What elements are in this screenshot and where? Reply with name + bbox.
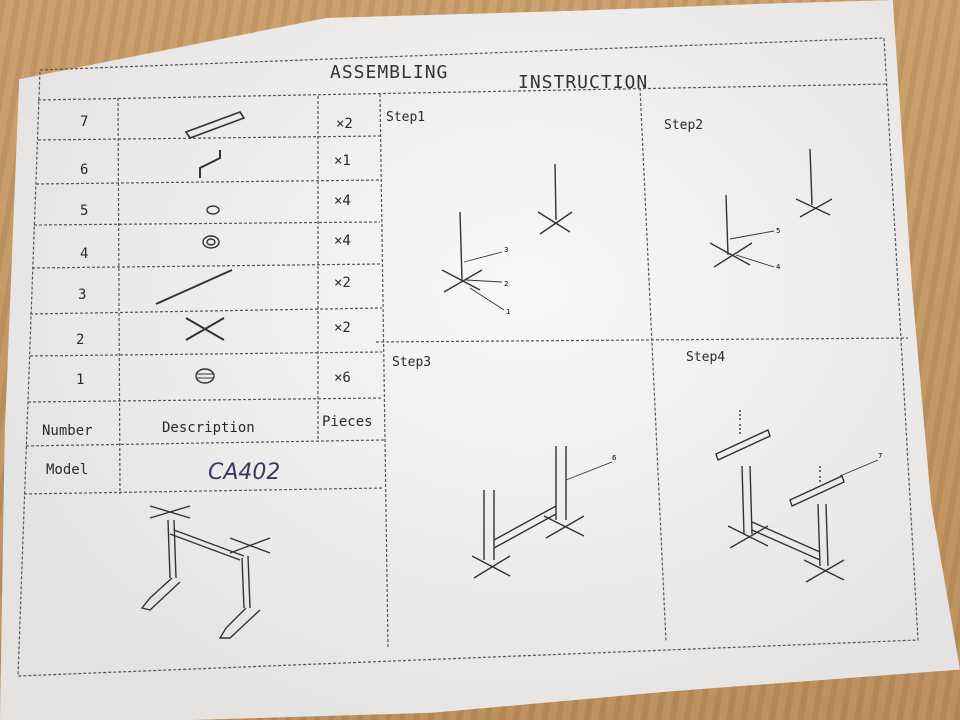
step1-callout-3: 3 <box>504 246 508 254</box>
part-number: 4 <box>80 246 89 262</box>
step2-label: Step2 <box>664 118 704 133</box>
step3-label: Step3 <box>392 355 432 370</box>
title-instruction: INSTRUCTION <box>518 72 649 93</box>
washer-icon <box>206 205 220 215</box>
step2-callout-4: 4 <box>776 263 781 271</box>
crossbar-bracket-icon <box>199 150 221 178</box>
header-pieces: Pieces <box>322 414 373 430</box>
part-number: 5 <box>80 203 89 219</box>
ring-icon <box>202 235 220 249</box>
step3-callout-6: 6 <box>612 454 617 462</box>
step1-callout-1: 1 <box>506 308 510 316</box>
header-description: Description <box>162 420 255 436</box>
assembled-table-drawing <box>140 505 271 639</box>
step1-label: Step1 <box>386 110 426 125</box>
part-pieces: ×4 <box>334 233 351 249</box>
part-pieces: ×2 <box>334 275 351 291</box>
part-number: 3 <box>78 287 87 303</box>
step3-drawing: 6 <box>471 446 617 579</box>
part-number: 6 <box>80 162 89 178</box>
part-number: 2 <box>76 332 85 348</box>
part-pieces: ×2 <box>336 116 353 132</box>
title-assembling: ASSEMBLING <box>330 62 449 83</box>
part-number: 1 <box>76 372 85 388</box>
step4-label: Step4 <box>686 350 726 365</box>
step2-drawing: 5 4 <box>709 148 833 271</box>
step1-callout-2: 2 <box>504 280 508 288</box>
header-number: Number <box>42 423 93 439</box>
pole-icon <box>155 269 233 305</box>
cross-base-icon <box>185 317 225 341</box>
step2-callout-5: 5 <box>776 227 780 235</box>
end-bracket-icon <box>184 111 246 139</box>
part-pieces: ×1 <box>334 153 351 169</box>
step4-callout-7: 7 <box>878 452 882 460</box>
part-pieces: ×2 <box>334 320 351 336</box>
model-label: Model <box>46 462 89 478</box>
model-value-handwritten: CA402 <box>208 460 281 485</box>
part-pieces: ×4 <box>334 193 351 209</box>
part-number: 7 <box>80 114 89 130</box>
step4-drawing: 7 <box>715 410 882 583</box>
step1-drawing: 3 2 1 <box>441 163 573 316</box>
part-pieces: ×6 <box>334 370 351 386</box>
nut-icon <box>195 368 215 384</box>
